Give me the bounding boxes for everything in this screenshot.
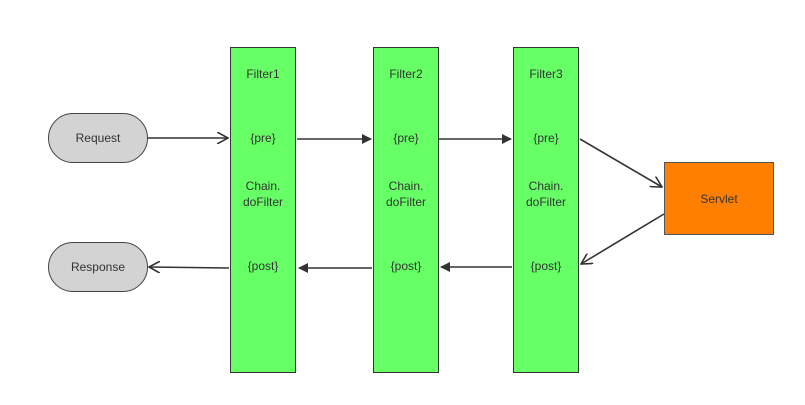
filter3-chain: Chain. [528,179,564,193]
response-label: Response [70,260,126,274]
filter1-node [230,47,296,373]
arrow-servlet-to-filter3 [581,213,665,264]
filter1-dofilter: doFilter [242,195,283,209]
servlet-label: Servlet [700,191,738,206]
arrow-filter1-to-response [149,267,230,268]
filter2-post: {post} [390,259,422,273]
arrow-filter3-to-servlet [579,138,662,187]
filter3-post: {post} [530,259,562,273]
filter3-pre: {pre} [533,131,559,145]
request-label: Request [75,131,121,145]
filter2-chain: Chain. [388,179,424,193]
filter1-pre: {pre} [250,131,276,145]
request-node: Request [48,113,148,163]
filter3-node [513,47,579,373]
response-node: Response [48,242,148,292]
filter1-title: Filter1 [246,67,280,81]
filter1-chain: Chain. [245,179,281,193]
filter2-node [373,47,439,373]
filter1-post: {post} [247,259,279,273]
filter2-title: Filter2 [389,67,423,81]
filter2-pre: {pre} [393,131,419,145]
filter3-dofilter: doFilter [525,195,566,209]
filter3-title: Filter3 [529,67,563,81]
filter2-dofilter: doFilter [385,195,426,209]
servlet-node: Servlet [664,162,774,235]
